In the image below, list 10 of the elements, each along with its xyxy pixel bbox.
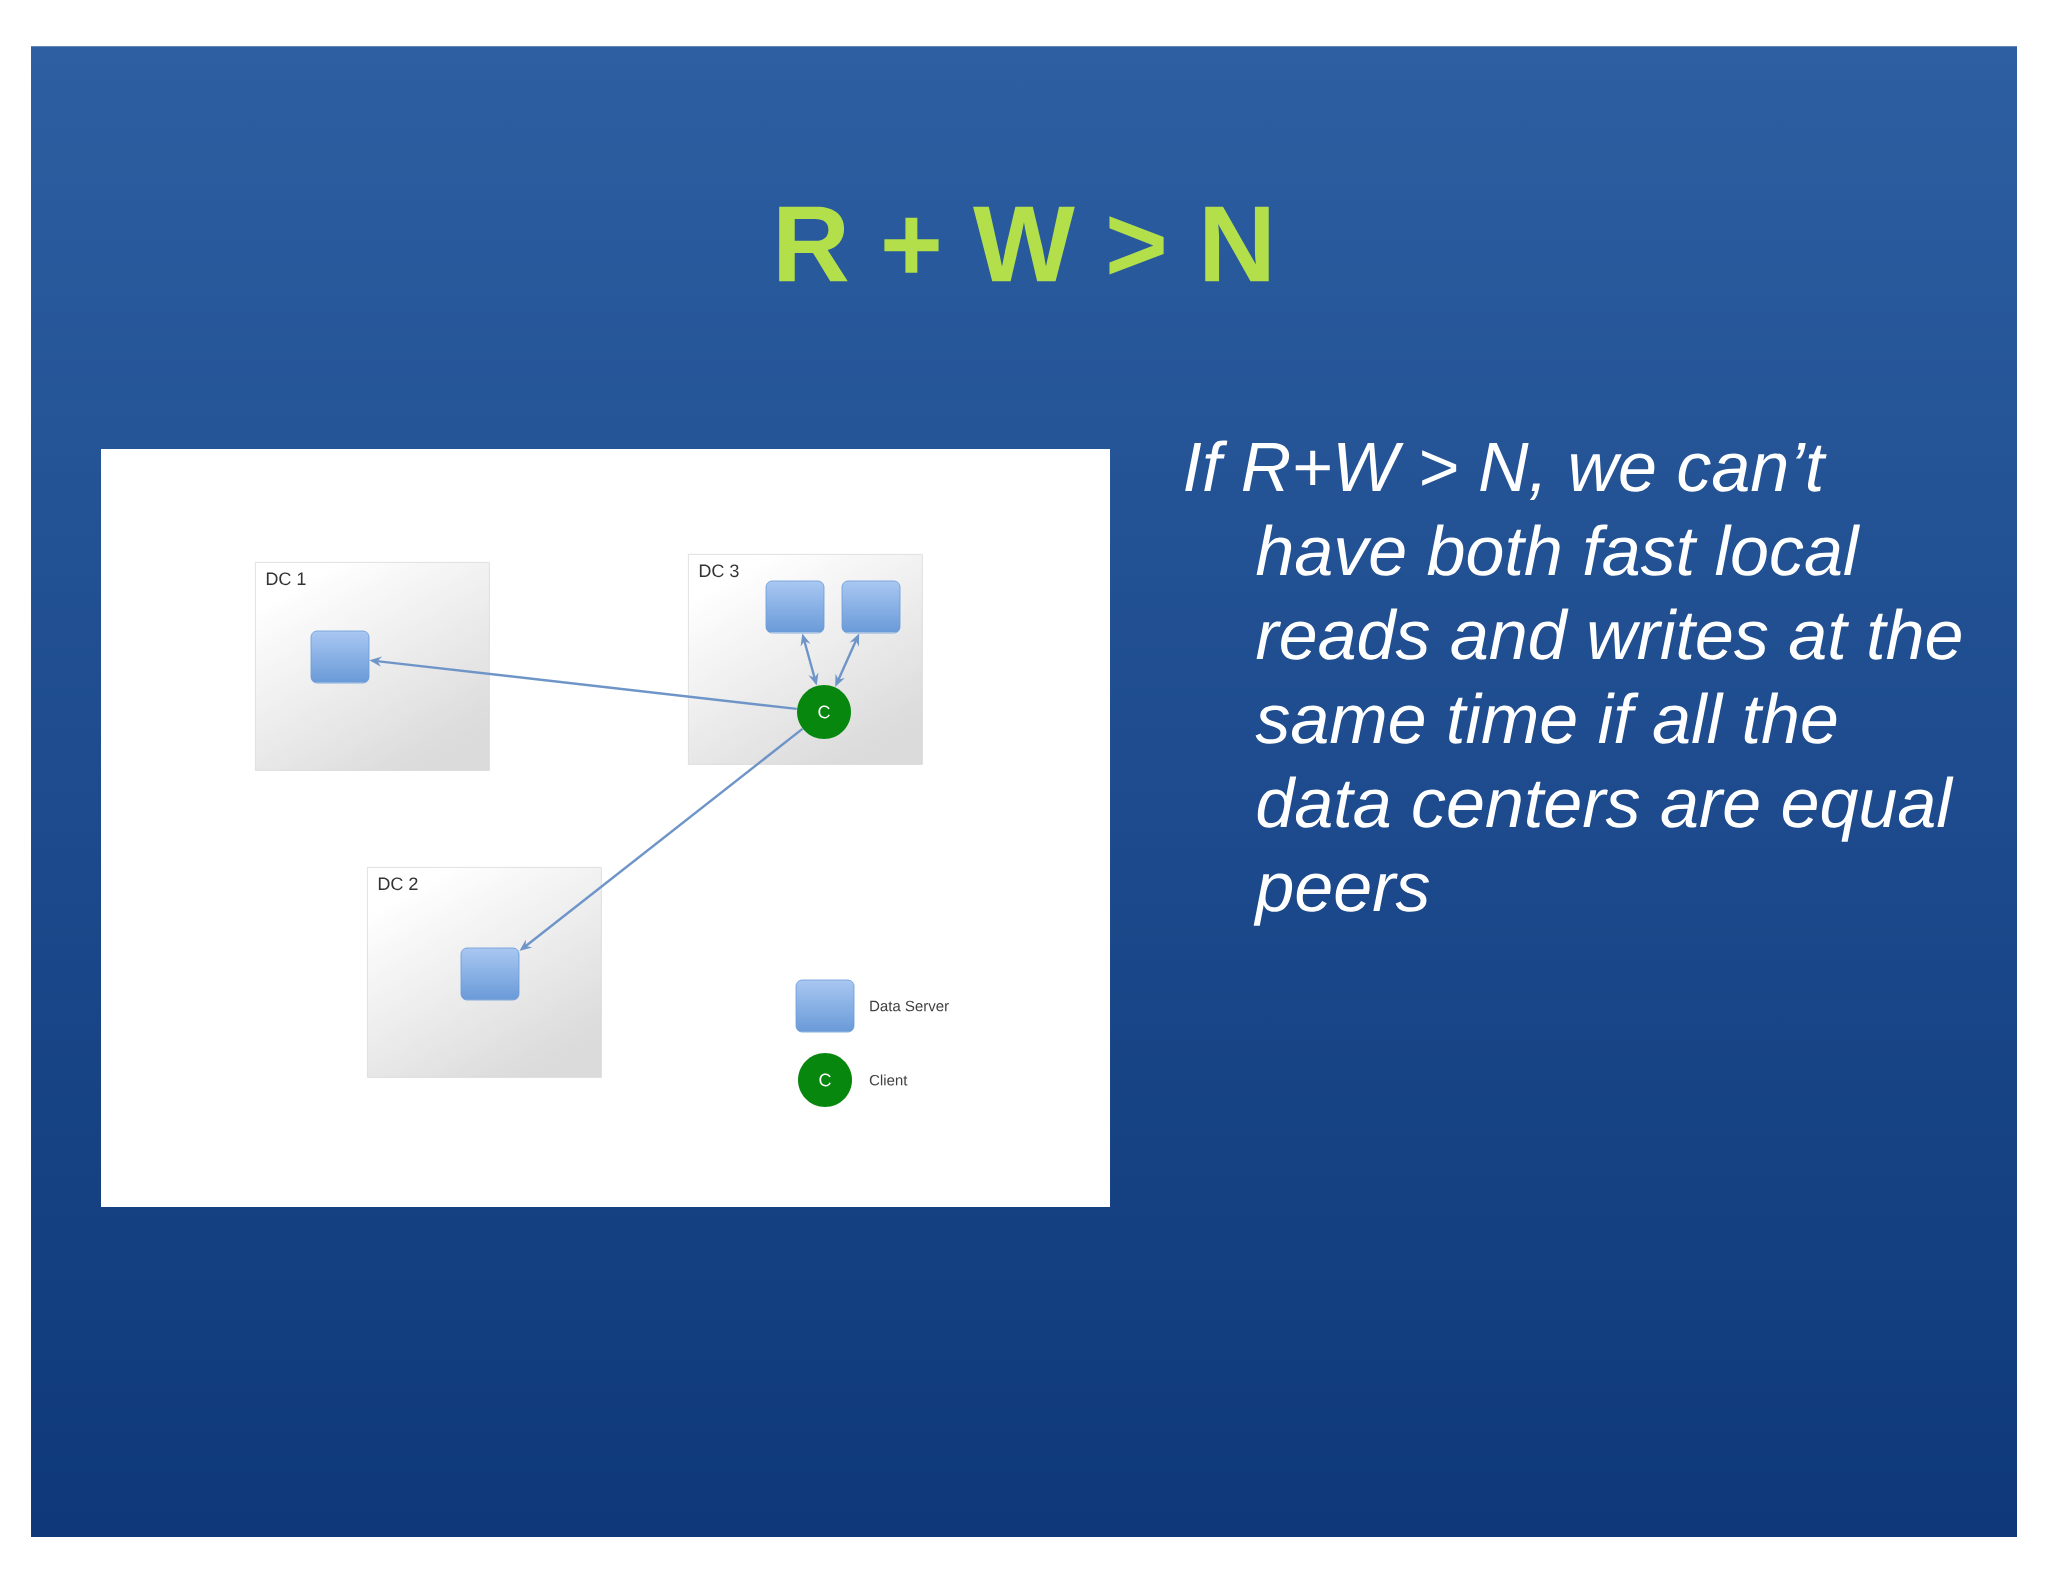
server-box [310,630,370,684]
data-center-box: DC 1 [255,562,490,771]
legend-label: Client [869,1074,908,1086]
server-box [841,580,901,634]
data-center-box: DC 2 [367,867,602,1078]
server-box [765,580,825,634]
server-box [460,947,520,1001]
statement-text: If R+W > N, we can’t have both fast local reads and writes at the same time if all the data centers are equal peers [1185,440,1961,926]
title: R + W > N [779,206,1269,282]
legend-label: Data Server [870,1000,949,1012]
